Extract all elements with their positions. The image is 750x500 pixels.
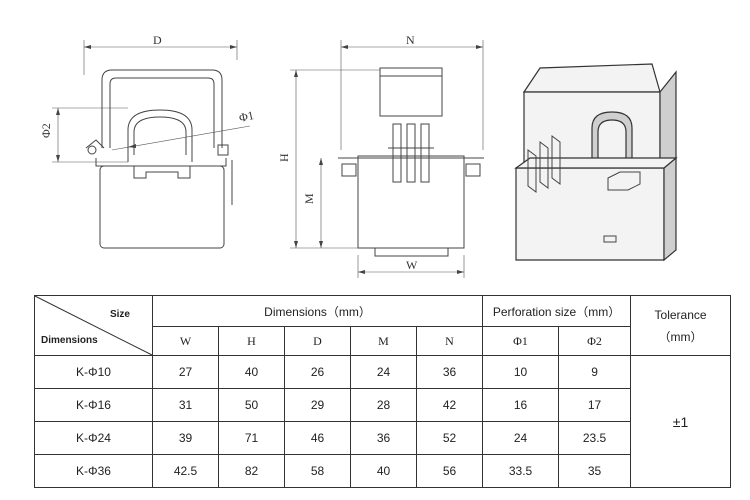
cell-phi1: 33.5: [482, 454, 560, 488]
row-model: K-Φ24: [34, 421, 153, 455]
cell-h: 40: [218, 355, 285, 389]
cell-phi2: 17: [558, 388, 632, 422]
cell-h: 82: [218, 454, 285, 488]
tolerance-header: Tolerance （mm）: [630, 295, 732, 356]
dimension-label-h: H: [277, 153, 291, 162]
cell-d: 26: [284, 355, 351, 389]
dimension-label-w: W: [406, 258, 418, 272]
cell-d: 58: [284, 454, 351, 488]
cell-h: 71: [218, 421, 285, 455]
column-header-m: M: [350, 326, 417, 356]
cell-w: 39: [152, 421, 219, 455]
cell-w: 42.5: [152, 454, 219, 488]
table-row: K-Φ24 39 71 46 36 52 24 23.5: [34, 421, 731, 455]
column-header-n: N: [415, 326, 484, 356]
row-model: K-Φ10: [34, 355, 153, 389]
technical-drawings: D Φ2 Φ1 N: [39, 33, 678, 278]
cell-w: 31: [152, 388, 219, 422]
dimension-label-m: M: [302, 193, 316, 204]
column-header-w: W: [152, 326, 219, 356]
isometric-view-drawing: [514, 63, 678, 262]
cell-m: 36: [350, 421, 417, 455]
diagonal-divider: [35, 296, 152, 355]
cell-m: 40: [350, 454, 417, 488]
cell-d: 29: [284, 388, 351, 422]
cell-phi2: 9: [558, 355, 632, 389]
dimension-label-phi2: Φ2: [39, 123, 53, 138]
tolerance-unit: （mm）: [658, 329, 703, 344]
cell-n: 42: [415, 388, 484, 422]
row-model: K-Φ36: [34, 454, 153, 488]
cell-phi1: 10: [482, 355, 560, 389]
cell-n: 36: [415, 355, 484, 389]
cell-phi2: 35: [558, 454, 632, 488]
cell-phi1: 24: [482, 421, 560, 455]
table-row: K-Φ16 31 50 29 28 42 16 17: [34, 388, 731, 422]
cell-d: 46: [284, 421, 351, 455]
column-header-h: H: [218, 326, 285, 356]
table-row: K-Φ36 42.5 82 58 40 56 33.5 35: [34, 454, 731, 488]
dimension-label-phi1: Φ1: [238, 108, 255, 125]
column-header-phi1: Φ1: [482, 326, 560, 356]
cell-m: 28: [350, 388, 417, 422]
front-view-drawing: D Φ2 Φ1: [39, 33, 255, 249]
cell-h: 50: [218, 388, 285, 422]
column-header-phi2: Φ2: [558, 326, 632, 356]
corner-dimensions-label: Dimensions: [41, 335, 98, 346]
perforation-group-header: Perforation size（mm）: [482, 295, 632, 327]
corner-size-label: Size: [109, 309, 130, 320]
cell-w: 27: [152, 355, 219, 389]
row-model: K-Φ16: [34, 388, 153, 422]
specification-table: Size Dimensions Dimensions（mm） Perforati…: [34, 295, 732, 488]
column-header-d: D: [284, 326, 351, 356]
tolerance-label: Tolerance: [654, 307, 707, 322]
cell-phi1: 16: [482, 388, 560, 422]
dimension-label-d: D: [153, 33, 162, 47]
dimensions-group-header: Dimensions（mm）: [151, 295, 484, 327]
tolerance-value: ±1: [630, 355, 732, 488]
dimension-label-n: N: [406, 33, 415, 47]
cell-phi2: 23.5: [558, 421, 632, 455]
cell-n: 52: [415, 421, 484, 455]
side-view-drawing: N H M W: [277, 33, 484, 278]
table-row: K-Φ10 27 40 26 24 36 10 9 ±1: [34, 355, 732, 488]
cell-m: 24: [350, 355, 417, 389]
cell-n: 56: [415, 454, 484, 488]
table-corner-header: Size Dimensions: [34, 295, 153, 356]
